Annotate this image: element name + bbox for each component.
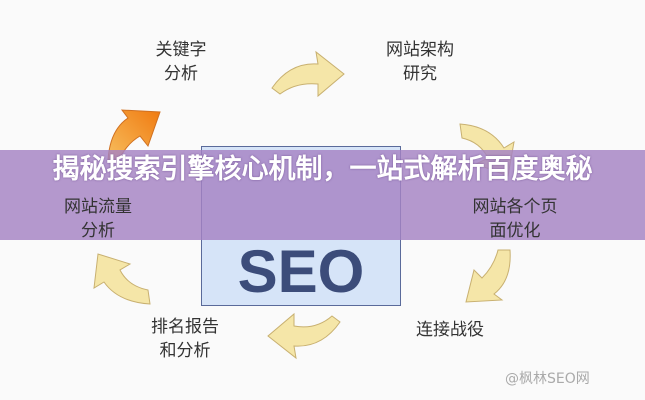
arrow-top-icon — [271, 50, 345, 98]
step-page-optimization: 网站各个页 面优化 — [472, 197, 558, 241]
watermark: @枫林SEO网 — [505, 371, 590, 387]
seo-center-label: SEO — [237, 238, 365, 305]
step-ranking-report: 排名报告 和分析 — [151, 317, 219, 361]
title-banner — [0, 150, 645, 240]
step-link-campaign: 连接战役 — [416, 320, 484, 340]
step-traffic-analysis: 网站流量 分析 — [64, 197, 132, 241]
step-keyword-analysis: 关键字 分析 — [155, 40, 207, 84]
step-site-architecture: 网站架构 研究 — [386, 40, 454, 84]
arrow-left-bottom-icon — [93, 253, 151, 305]
banner-title: 揭秘搜索引擎核心机制，一站式解析百度奥秘 — [52, 154, 593, 185]
arrow-bottom-icon — [267, 312, 341, 360]
arrow-right-bottom-icon — [465, 249, 511, 303]
